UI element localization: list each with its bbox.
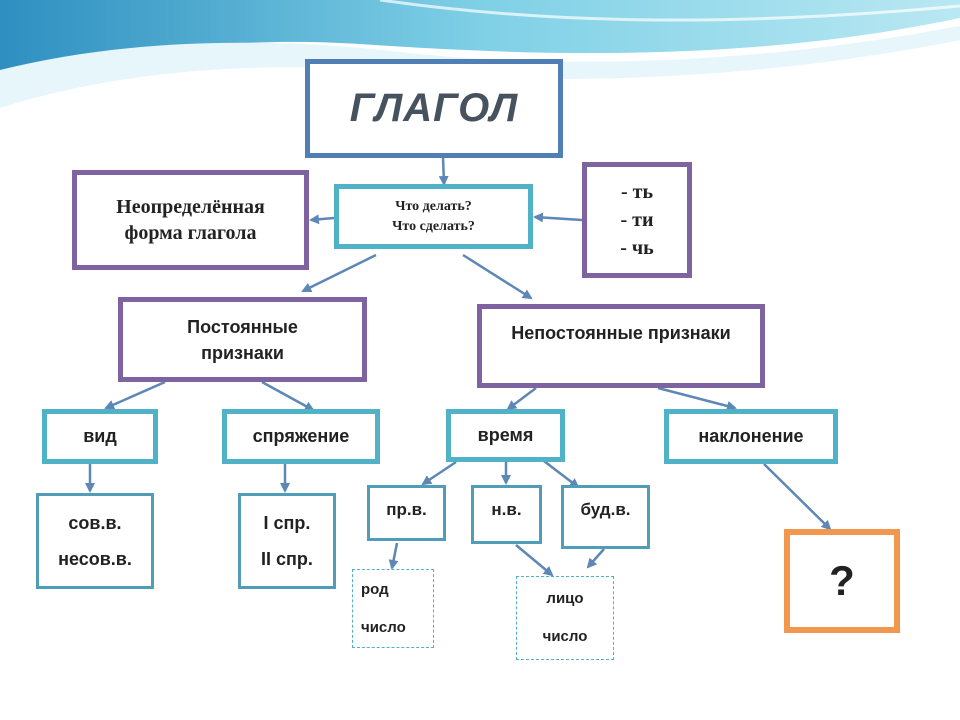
- arrow-future-person: [586, 548, 605, 569]
- suffix-ti: - ти: [620, 209, 654, 231]
- suffixes-box: - ть - ти - чь: [582, 162, 692, 278]
- mood-box: наклонение: [664, 409, 838, 464]
- infinitive-box: Неопределённая форма глагола: [72, 170, 309, 270]
- arrow-questions-variable: [462, 253, 533, 300]
- aspect-label: вид: [83, 426, 117, 446]
- arrow-variable-tense: [506, 387, 537, 411]
- questions-box: Что делать? Что сделать?: [334, 184, 533, 249]
- arrow-mood-answer: [763, 463, 832, 531]
- aspect-imperfective: несов.в.: [58, 549, 132, 569]
- infinitive-line1: Неопределённая: [116, 196, 265, 218]
- aspect-perfective: сов.в.: [68, 513, 122, 533]
- mood-label: наклонение: [698, 426, 804, 446]
- conjugation-box: спряжение: [222, 409, 380, 464]
- constant-features-box: Постоянные признаки: [118, 297, 367, 382]
- person-features-box: лицо число: [516, 576, 614, 660]
- question-mark: ?: [829, 557, 855, 604]
- future-tense-label: буд.в.: [580, 500, 631, 519]
- aspect-box: вид: [42, 409, 158, 464]
- tense-label: время: [477, 425, 534, 445]
- conjugation-second: II спр.: [261, 549, 313, 569]
- future-tense-box: буд.в.: [561, 485, 650, 549]
- conjugation-label: спряжение: [252, 426, 350, 446]
- arrow-constant-aspect: [104, 380, 166, 410]
- arrow-present-person: [515, 544, 554, 577]
- past-feature-number: число: [361, 618, 406, 636]
- past-features-box: род число: [352, 569, 434, 648]
- feature-person: лицо: [546, 590, 584, 607]
- conjugation-values-box: I спр. II спр.: [238, 493, 336, 589]
- past-tense-box: пр.в.: [367, 485, 446, 541]
- present-tense-box: н.в.: [471, 485, 542, 544]
- infinitive-line2: форма глагола: [124, 222, 257, 244]
- arrow-verb-questions: [438, 156, 449, 186]
- arrow-constant-conjugation: [261, 380, 315, 412]
- arrow-suffixes-questions: [533, 212, 583, 223]
- feature-number: число: [542, 628, 588, 645]
- variable-features-box: Непостоянные признаки: [477, 304, 765, 388]
- past-feature-gender: род: [361, 580, 389, 598]
- verb-title-box: ГЛАГОЛ: [305, 59, 563, 158]
- questions-line1: Что делать?: [395, 198, 472, 214]
- questions-line2: Что сделать?: [392, 218, 475, 234]
- tense-box: время: [446, 409, 565, 462]
- suffix-t: - ть: [620, 181, 654, 203]
- constant-line2: признаки: [201, 342, 284, 363]
- arrow-tense-past: [421, 460, 457, 486]
- past-tense-label: пр.в.: [386, 500, 427, 519]
- conjugation-first: I спр.: [263, 513, 311, 533]
- arrow-questions-constant: [301, 253, 377, 293]
- arrow-variable-mood: [657, 386, 737, 411]
- arrow-past-features: [388, 542, 399, 570]
- present-tense-label: н.в.: [491, 500, 522, 519]
- aspect-values-box: сов.в. несов.в.: [36, 493, 154, 589]
- mood-answer-box: ?: [784, 529, 900, 633]
- arrow-questions-infinitive: [309, 214, 335, 225]
- verb-title: ГЛАГОЛ: [349, 86, 519, 130]
- suffix-ch: - чь: [620, 237, 654, 259]
- variable-label: Непостоянные признаки: [511, 323, 731, 343]
- constant-line1: Постоянные: [187, 316, 298, 337]
- arrow-tense-future: [539, 457, 580, 489]
